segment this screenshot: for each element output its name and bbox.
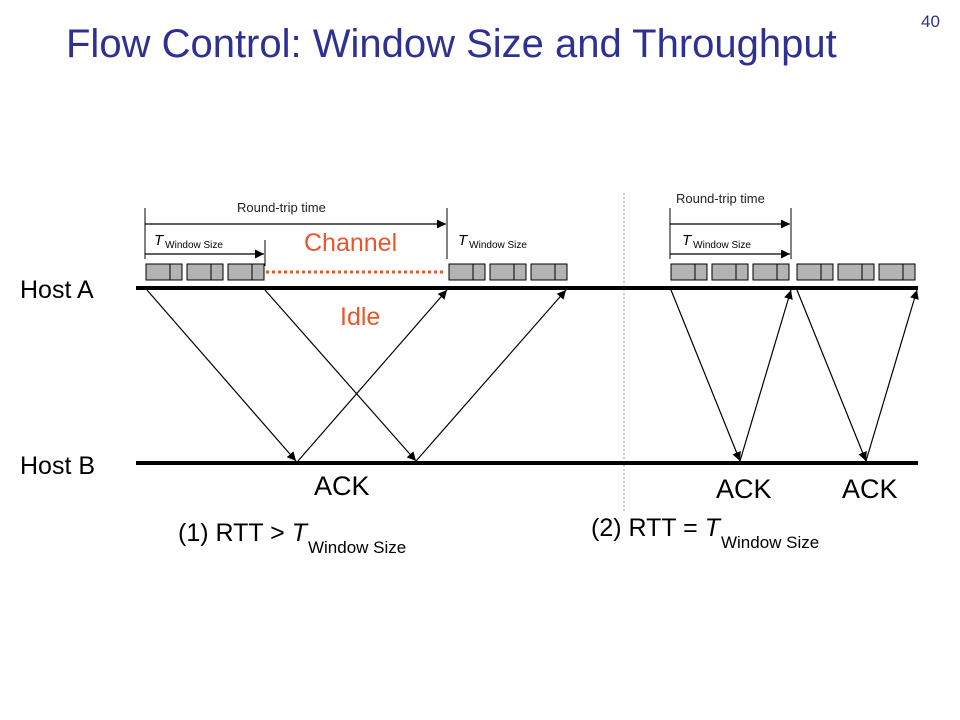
packet-group-case1-second (448, 263, 568, 281)
ack-label-case2-second: ACK (842, 474, 898, 504)
window-bracket-case1 (145, 240, 266, 266)
rtt-bracket-case1 (144, 208, 448, 259)
caption-t-symbol: T (704, 514, 720, 542)
data-arrow-case2-first (670, 289, 741, 462)
idle-label: Idle (340, 303, 381, 331)
ack-arrow-case2-first (739, 289, 793, 462)
packet-group-case1-first (145, 263, 265, 281)
caption-case1: (1) RTT > TWindow Size (178, 519, 406, 558)
caption-case2: (2) RTT = TWindow Size (591, 514, 819, 553)
ack-label-case2-first: ACK (716, 474, 772, 504)
data-arrow-case2-second (796, 289, 867, 462)
rtt-bracket-case2 (669, 208, 792, 259)
ack-label-case1: ACK (314, 471, 370, 501)
data-arrow-case1-last (264, 289, 417, 462)
t-symbol: T (458, 232, 468, 249)
ack-arrow-case2-second (865, 289, 919, 462)
caption-window-size: Window Size (720, 533, 820, 552)
window-size-subscript: Window Size (165, 240, 223, 251)
ack-arrow-case1-last (415, 289, 567, 462)
window-size-subscript: Window Size (469, 240, 527, 251)
window-size-subscript: Window Size (693, 240, 751, 251)
slide-number: 40 (921, 12, 940, 31)
caption-t-symbol: T (291, 519, 307, 547)
t-symbol: T (682, 232, 692, 249)
t-symbol: T (154, 232, 164, 249)
caption-window-size: Window Size (307, 538, 407, 557)
channel-label: Channel (304, 229, 398, 257)
caption-case1-prefix: (1) RTT > (178, 519, 292, 547)
packet-group-case2-first (670, 263, 790, 281)
packet-group-case2-second (796, 263, 916, 281)
host-b-label: Host B (20, 452, 96, 480)
rtt-label-case1: Round-trip time (237, 200, 326, 215)
caption-case2-prefix: (2) RTT = (591, 514, 705, 542)
slide-title: Flow Control: Window Size and Throughput (66, 22, 837, 66)
rtt-label-case2: Round-trip time (676, 191, 765, 206)
ack-arrow-case1-first (297, 289, 448, 462)
host-a-label: Host A (20, 276, 94, 304)
data-arrow-case1-first (146, 289, 297, 462)
